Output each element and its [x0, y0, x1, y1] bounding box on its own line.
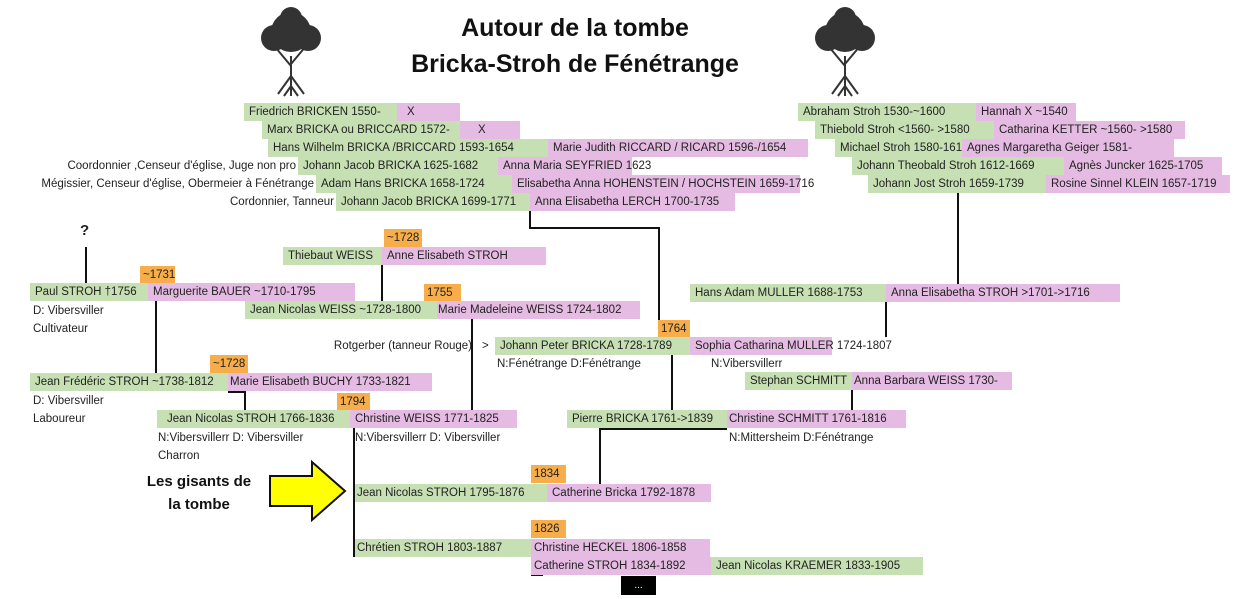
connector-line	[353, 428, 355, 556]
person-male: Stephan SCHMITT	[745, 372, 852, 390]
person-female: Elisabetha Anna HOHENSTEIN / HOCHSTEIN 1…	[512, 175, 814, 193]
person-note: N:Vibersvillerr D: Vibersviller	[355, 432, 501, 444]
person-female: Marie Madeleine WEISS 1724-1802	[437, 301, 640, 319]
connector-line	[531, 574, 543, 576]
occupation-note: Coordonnier ,Censeur d'église, Juge non …	[67, 160, 296, 172]
person-female: Marguerite BAUER ~1710-1795	[148, 283, 355, 301]
tree-icon	[261, 7, 321, 97]
person-male: Hans Wilhelm BRICKA /BRICCARD 1593-1654	[268, 139, 548, 157]
person-male: Johann Theobald Stroh 1612-1669	[852, 157, 1064, 175]
person-female: Catherine Bricka 1792-1878	[547, 484, 711, 502]
occupation-note: Rotgerber (tanneur Rouge)	[333, 340, 472, 352]
person-note: N:Fénétrange D:Fénétrange	[497, 358, 641, 370]
connector-line	[599, 428, 727, 430]
person-female: Hannah X ~1540	[976, 103, 1076, 121]
person-male: Johann Jost Stroh 1659-1739	[868, 175, 1046, 193]
person-female: Christine SCHMITT 1761-1816	[727, 410, 906, 428]
connector-line	[671, 355, 673, 410]
person-note: D: Vibersviller	[33, 395, 104, 407]
marriage-date: ~1728	[384, 229, 422, 247]
person-male: Adam Hans BRICKA 1658-1724	[316, 175, 512, 193]
person-male: Jean Nicolas STROH 1795-1876	[355, 484, 547, 502]
person-male: Jean Nicolas STROH 1766-1836	[157, 410, 350, 428]
person-female: Catherine STROH 1834-1892	[531, 557, 711, 575]
person-female: X	[460, 121, 520, 139]
person-female: X	[397, 103, 460, 121]
connector-line	[381, 265, 383, 301]
person-male: Hans Adam MULLER 1688-1753	[690, 284, 886, 302]
person-male: Friedrich BRICKEN 1550-	[244, 103, 397, 121]
unknown-ancestor-mark: ?	[80, 222, 90, 239]
person-female: Anna Elisabetha LERCH 1700-1735	[530, 193, 735, 211]
person-note: D: Vibersviller	[33, 305, 104, 317]
page-title: Autour de la tombe	[461, 14, 689, 42]
person-male: Johann Jacob BRICKA 1625-1682	[298, 157, 498, 175]
person-male: Chrétien STROH 1803-1887	[355, 539, 531, 557]
person-note: N:Vibersvillerr	[711, 358, 783, 370]
person-female: Anna Elisabetha STROH >1701->1716	[886, 284, 1120, 302]
person-male: Jean Nicolas WEISS ~1728-1800	[245, 301, 437, 319]
connector-line	[658, 227, 660, 322]
connector-line	[85, 247, 87, 283]
connector-line	[885, 302, 887, 337]
person-note: N:Vibersvillerr D: Vibersviller	[158, 432, 304, 444]
gisants-label: Les gisants de	[146, 473, 252, 490]
person-female: Anna Barbara WEISS 1730-	[852, 372, 1012, 390]
connector-line	[851, 390, 853, 410]
person-female: Sophia Catharina MULLER 1724-1807	[690, 337, 892, 355]
marriage-date: 1834	[531, 465, 566, 483]
person-female: Christine HECKEL 1806-1858	[531, 539, 710, 557]
person-male: Thiebold Stroh <1560- >1580	[815, 121, 994, 139]
person-male: Johann Jacob BRICKA 1699-1771	[336, 193, 530, 211]
gisants-label: la tombe	[168, 496, 230, 513]
marriage-date: 1755	[424, 284, 461, 302]
person-female: Marie Judith RICCARD / RICARD 1596-/1654	[548, 139, 808, 157]
more-descendants-marker: ...	[621, 576, 656, 595]
connector-line	[529, 227, 660, 229]
connector-line	[599, 428, 601, 484]
marriage-date: 1764	[658, 320, 690, 338]
person-note: Charron	[158, 450, 200, 462]
connector-line	[155, 301, 157, 373]
person-female: Marie Elisabeth BUCHY 1733-1821	[228, 373, 432, 391]
person-male: Michael Stroh 1580-1615	[835, 139, 969, 157]
person-female: Agnes Margaretha Geiger 1581-	[962, 139, 1174, 157]
connector-line	[529, 211, 531, 229]
occupation-note: Cordonnier, Tanneur	[230, 196, 334, 208]
person-note: Laboureur	[33, 413, 86, 425]
person-male: Abraham Stroh 1530-~1600	[798, 103, 976, 121]
connector-line	[228, 391, 246, 393]
person-male: Paul STROH †1756	[30, 283, 148, 301]
marriage-date: 1826	[531, 520, 566, 538]
person-note: N:Mittersheim D:Fénétrange	[729, 432, 874, 444]
person-female: Anne Elisabeth STROH	[382, 247, 546, 265]
arrow-mark: >	[482, 340, 489, 352]
connector-line	[244, 391, 246, 410]
tree-icon	[815, 7, 875, 97]
person-male: Pierre BRICKA 1761->1839	[567, 410, 727, 428]
person-note: Cultivateur	[33, 323, 88, 335]
person-male: Johann Peter BRICKA 1728-1789	[495, 337, 690, 355]
person-female: Catharina KETTER ~1560- >1580	[994, 121, 1185, 139]
occupation-note: Mégissier, Censeur d'église, Obermeier à…	[41, 178, 314, 190]
page-subtitle: Bricka-Stroh de Fénétrange	[411, 50, 739, 78]
person-male: Jean Frédéric STROH ~1738-1812	[30, 373, 228, 391]
person-female: Rosine Sinnel KLEIN 1657-1719	[1046, 175, 1230, 193]
marriage-date: ~1728	[210, 355, 248, 373]
person-male: Jean Nicolas KRAEMER 1833-1905	[711, 557, 923, 575]
person-male: Marx BRICKA ou BRICCARD 1572-	[262, 121, 460, 139]
connector-line	[957, 193, 959, 284]
connector-line	[471, 319, 473, 410]
marriage-date: ~1731	[140, 266, 175, 284]
person-female: Agnès Juncker 1625-1705	[1064, 157, 1222, 175]
person-female: Christine WEISS 1771-1825	[350, 410, 517, 428]
marriage-date: 1794	[337, 393, 370, 411]
person-female: Anna Maria SEYFRIED 1623	[498, 157, 651, 175]
arrow-right-icon	[269, 460, 347, 522]
person-male: Thiebaut WEISS	[283, 247, 382, 265]
